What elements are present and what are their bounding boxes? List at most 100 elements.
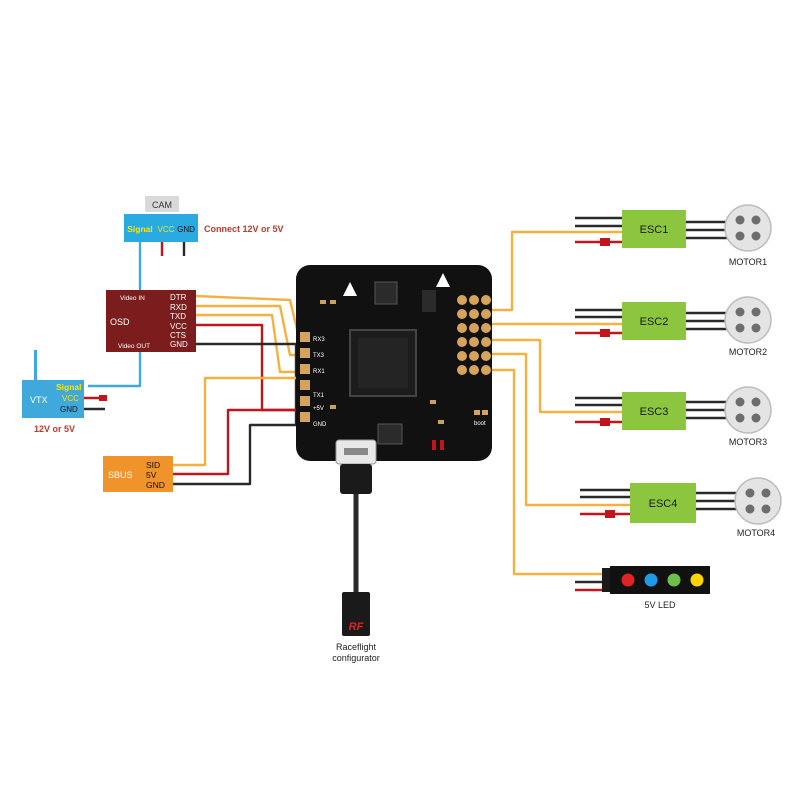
sbus-gnd-wire [172, 423, 302, 486]
esc-body [622, 392, 686, 430]
cam-body [124, 214, 198, 242]
sbus-body [103, 456, 173, 492]
pad-label-gnd: GND [313, 422, 327, 428]
sbus-sid-wire [172, 376, 300, 467]
osd-body [106, 290, 196, 352]
sbus-pin-5v: 5V [146, 470, 157, 480]
cam-title: CAM [152, 200, 172, 210]
esc3-motor-leads [685, 400, 728, 420]
cam-pin-signal: Signal [127, 224, 153, 234]
fc-component [438, 420, 444, 424]
motor-label: MOTOR2 [729, 347, 767, 357]
motor-1: MOTOR1 [724, 204, 772, 267]
led-blue [644, 573, 658, 587]
flight-controller: RX3 TX3 RX1 TX1 +5V GND boot [296, 265, 492, 465]
osd-pin-gnd: GND [170, 340, 188, 349]
usb-connector: RF Raceflight configurator [332, 464, 380, 663]
vtx-module: VTX Signal VCC GND 12V or 5V [22, 350, 84, 434]
sbus-5v-wire [172, 408, 302, 476]
motor-3: MOTOR3 [724, 386, 772, 447]
vtx-antenna [34, 350, 37, 380]
vtx-power-note: 12V or 5V [34, 424, 75, 434]
fc-pad-labels: RX3 TX3 RX1 TX1 +5V GND [313, 337, 327, 428]
led-red [621, 573, 635, 587]
osd-dtr-wire [194, 294, 302, 343]
arrow-icon [436, 273, 450, 287]
motor-4: MOTOR4 [734, 477, 782, 538]
esc2-motor-leads [685, 311, 728, 331]
led-green [667, 573, 681, 587]
wires [82, 216, 738, 600]
usb-plug-bottom [342, 592, 370, 636]
cam-pin-gnd: GND [177, 225, 195, 234]
motor-label: MOTOR1 [729, 257, 767, 267]
esc-1: ESC1 [622, 210, 686, 248]
osd-video-in-label: Video IN [120, 295, 145, 302]
fc-component [430, 400, 436, 404]
fc-boot-pad [474, 410, 480, 415]
fc-ic-small [377, 423, 403, 445]
fc-boot-label: boot [474, 421, 486, 427]
led-connector [602, 568, 612, 592]
cam-title-box [145, 196, 179, 212]
osd-label: OSD [110, 317, 130, 327]
esc4-motor-leads [695, 491, 738, 511]
osd-video-out-label: Video OUT [118, 343, 150, 350]
esc-body [630, 483, 696, 523]
motor-icon [724, 204, 772, 252]
esc4-input-wires [580, 488, 630, 499]
sbus-label: SBUS [108, 470, 133, 480]
esc1-motor-leads [685, 220, 728, 240]
camera: CAM Signal VCC GND Connect 12V or 5V [124, 196, 284, 242]
vtx-pin-vcc: VCC [62, 394, 79, 403]
vtx-pin-signal: Signal [56, 382, 82, 392]
esc-4: ESC4 [630, 483, 696, 523]
pad-label-5v: +5V [313, 406, 324, 412]
esc-label: ESC2 [640, 316, 669, 328]
osd-pin-vcc: VCC [170, 322, 187, 331]
osd-to-vtx-video-wire [88, 352, 142, 388]
fc-component [330, 300, 336, 304]
motor-icon [724, 386, 772, 434]
esc-label: ESC1 [640, 224, 669, 236]
esc-body [622, 210, 686, 248]
led-strip: 5V LED [602, 566, 710, 610]
motor-label: MOTOR3 [729, 437, 767, 447]
motor-icon [734, 477, 782, 525]
osd-pin-txd: TXD [170, 312, 186, 321]
sbus-pin-gnd: GND [146, 480, 165, 490]
fc-ic-small [374, 281, 398, 305]
fc-mcu-core [358, 338, 408, 388]
osd-pin-cts: CTS [170, 331, 186, 340]
sbus-pin-sid: SID [146, 460, 160, 470]
pad-label-rx3: RX3 [313, 337, 325, 343]
esc-body [622, 302, 686, 340]
osd-pin-rxd: RXD [170, 303, 187, 312]
fc-usb-slot [344, 448, 368, 455]
esc4-signal-wire [487, 352, 630, 507]
pad-label-rx1: RX1 [313, 369, 325, 375]
rf-logo: RF [349, 621, 364, 633]
osd-pins: DTR RXD TXD VCC CTS GND [170, 293, 188, 349]
esc-2: ESC2 [622, 302, 686, 340]
connector-tips [99, 238, 615, 518]
fc-led-bar [440, 440, 444, 450]
fc-boot-pad [482, 410, 488, 415]
cam-power-note: Connect 12V or 5V [204, 224, 284, 234]
fc-left-pads [300, 332, 310, 422]
sbus-receiver: SBUS SID 5V GND [103, 456, 173, 492]
osd-gnd-wire [195, 342, 302, 427]
fc-ic-small [422, 290, 436, 312]
osd-pin-dtr: DTR [170, 293, 187, 302]
esc-label: ESC3 [640, 406, 669, 418]
motor-2: MOTOR2 [724, 296, 772, 357]
esc1-signal-wire [487, 230, 622, 312]
esc1-input-wires [575, 216, 622, 228]
fc-right-pads [457, 295, 491, 375]
fc-component [320, 300, 326, 304]
led-signal-wire [487, 368, 602, 576]
arrow-icon [343, 282, 357, 296]
esc-label: ESC4 [649, 498, 678, 510]
usb-caption-line1: Raceflight [336, 642, 377, 652]
usb-plug-top [340, 464, 372, 494]
